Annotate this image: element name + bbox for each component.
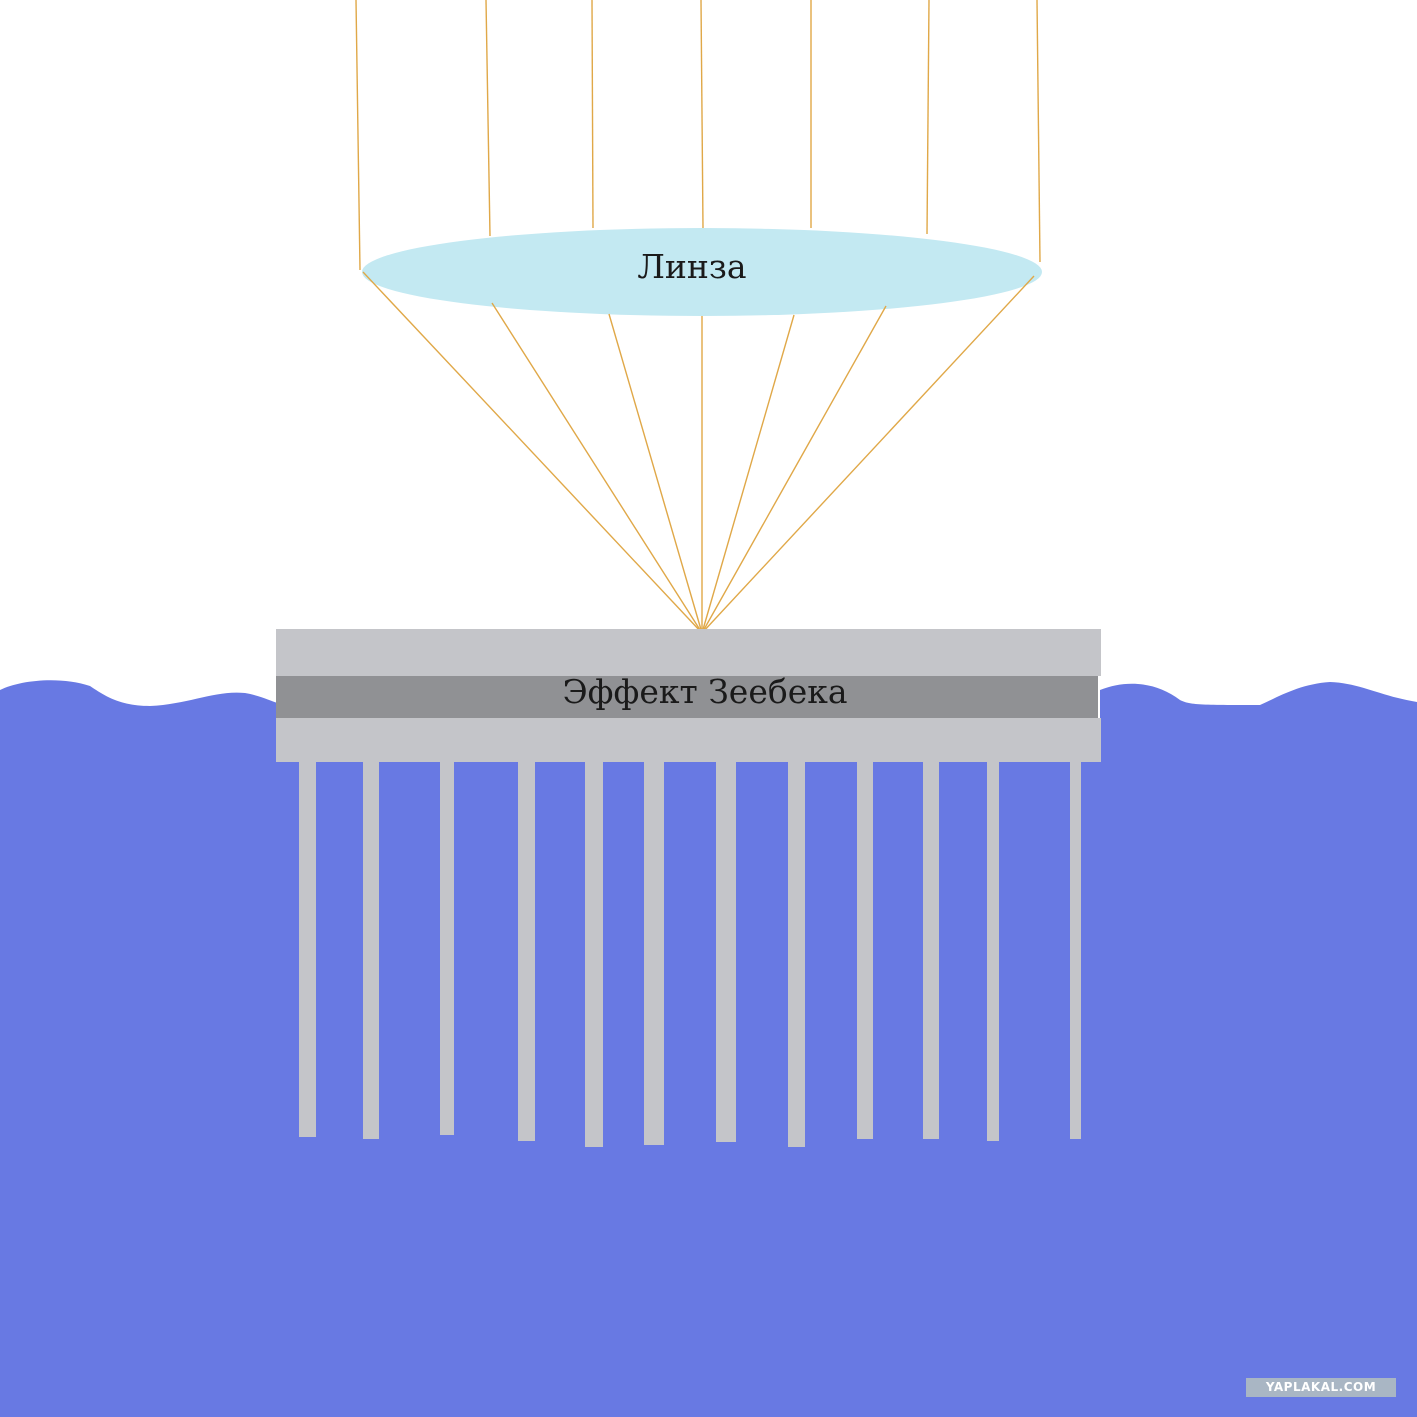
ray-out-3 (608, 313, 703, 634)
fin-6 (644, 762, 664, 1145)
fin-10 (923, 762, 939, 1139)
watermark: YAPLAKAL.COM (1246, 1378, 1396, 1397)
fin-7 (716, 762, 736, 1142)
lens (362, 228, 1042, 316)
fin-11 (987, 762, 999, 1141)
fin-5 (585, 762, 603, 1147)
lens-label: Линза (637, 247, 747, 286)
focused-rays (362, 271, 1035, 634)
ray-out-6 (701, 305, 887, 634)
ray-out-7 (701, 275, 1035, 634)
fin-9 (857, 762, 873, 1139)
ray-out-5 (701, 314, 795, 634)
seebeck-label: Эффект Зеебека (562, 672, 848, 711)
fin-12 (1070, 762, 1081, 1139)
fin-1 (299, 762, 316, 1137)
fin-3 (440, 762, 454, 1135)
fin-8 (788, 762, 805, 1147)
ray-in-1 (355, 0, 361, 271)
water (0, 680, 1417, 1417)
ray-out-1 (362, 271, 703, 634)
incoming-rays (355, 0, 1041, 271)
plate-top (276, 629, 1101, 676)
ray-in-3 (591, 0, 594, 229)
cooling-fins (299, 762, 1081, 1147)
fin-2 (363, 762, 379, 1139)
ray-out-2 (491, 302, 703, 634)
seebeck-layer (276, 676, 1098, 718)
ray-in-4 (700, 0, 704, 229)
fin-4 (518, 762, 535, 1141)
ray-in-7 (1036, 0, 1041, 263)
ray-in-2 (485, 0, 491, 237)
plate-bottom (276, 718, 1101, 762)
ray-in-6 (926, 0, 930, 235)
